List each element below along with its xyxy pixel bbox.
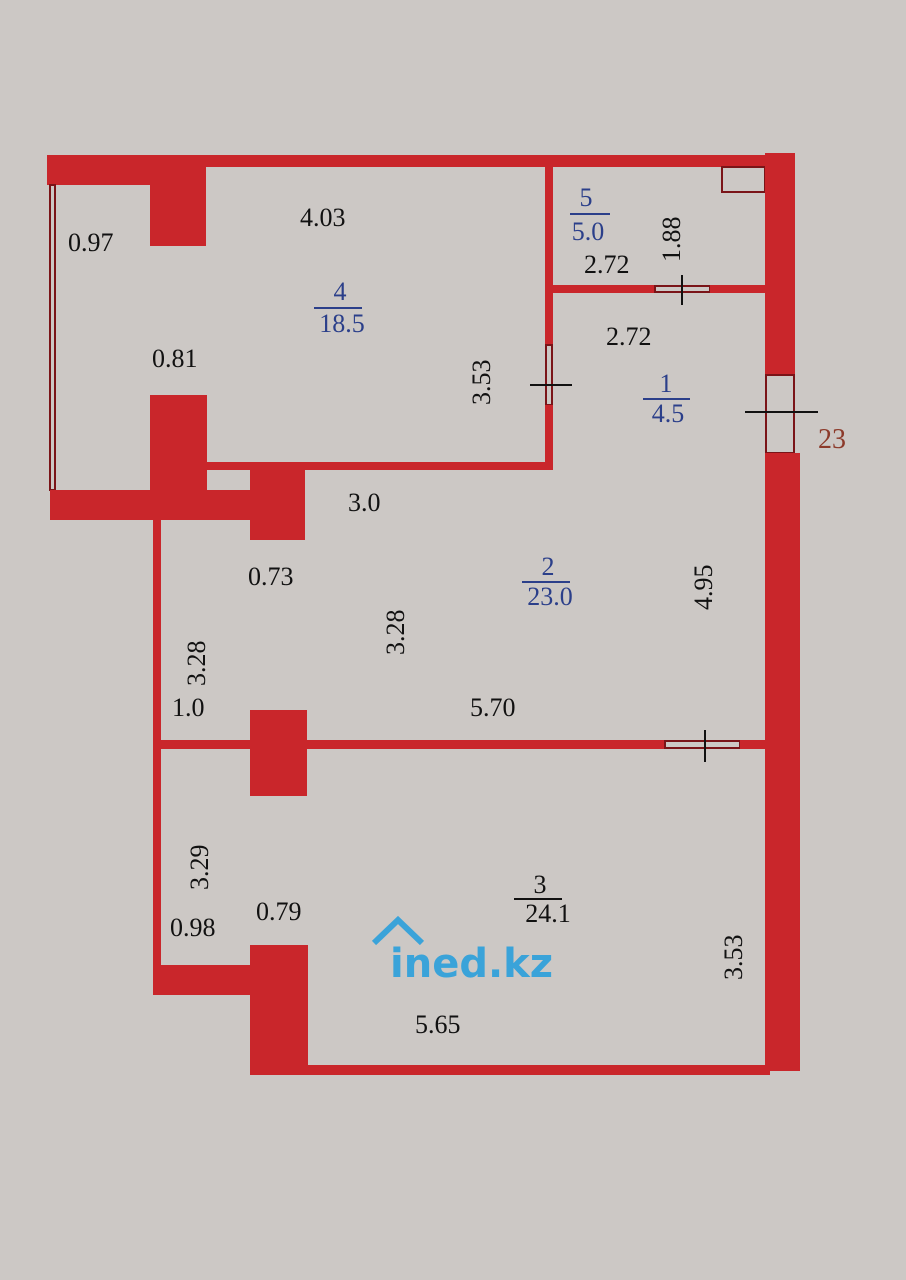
- svg-text:4: 4: [334, 277, 347, 306]
- room-2-label: 2 23.0: [522, 552, 573, 611]
- room-1-label: 1 4.5: [643, 369, 690, 428]
- walls: [47, 153, 800, 1075]
- svg-text:4.5: 4.5: [652, 399, 685, 428]
- svg-text:5.0: 5.0: [572, 217, 605, 246]
- svg-text:3.53: 3.53: [467, 360, 496, 406]
- svg-text:23.0: 23.0: [527, 582, 573, 611]
- svg-text:2.72: 2.72: [606, 322, 652, 351]
- svg-text:5: 5: [580, 183, 593, 212]
- svg-text:0.98: 0.98: [170, 913, 216, 942]
- svg-text:2: 2: [542, 552, 555, 581]
- svg-text:4.95: 4.95: [689, 565, 718, 611]
- svg-text:5.65: 5.65: [415, 1010, 461, 1039]
- svg-text:1.88: 1.88: [657, 217, 686, 263]
- svg-text:5.70: 5.70: [470, 693, 516, 722]
- dimension-labels: 0.97 4.03 0.81 3.53 1.88 2.72 2.72 3.0 0…: [68, 203, 748, 1039]
- external-label: 23: [818, 424, 846, 455]
- svg-text:0.97: 0.97: [68, 228, 114, 257]
- svg-text:3.53: 3.53: [719, 935, 748, 981]
- watermark-logo: ined.kz: [371, 915, 553, 987]
- svg-text:0.79: 0.79: [256, 897, 302, 926]
- svg-text:18.5: 18.5: [319, 309, 365, 338]
- svg-text:0.81: 0.81: [152, 344, 198, 373]
- svg-text:3.29: 3.29: [185, 845, 214, 891]
- svg-text:3: 3: [534, 870, 547, 899]
- svg-text:3.28: 3.28: [381, 610, 410, 656]
- room-4-label: 4 18.5: [314, 277, 365, 338]
- svg-text:4.03: 4.03: [300, 203, 346, 232]
- room-3-label: 3 24.1: [514, 870, 571, 928]
- svg-text:24.1: 24.1: [525, 899, 571, 928]
- svg-text:3.0: 3.0: [348, 488, 381, 517]
- svg-text:0.73: 0.73: [248, 562, 294, 591]
- svg-text:3.28: 3.28: [182, 641, 211, 687]
- svg-text:2.72: 2.72: [584, 250, 630, 279]
- door-marks: [530, 275, 818, 762]
- room-5-label: 5 5.0: [570, 183, 610, 246]
- svg-text:1: 1: [660, 369, 673, 398]
- svg-text:1.0: 1.0: [172, 693, 205, 722]
- svg-text:ined.kz: ined.kz: [390, 941, 553, 987]
